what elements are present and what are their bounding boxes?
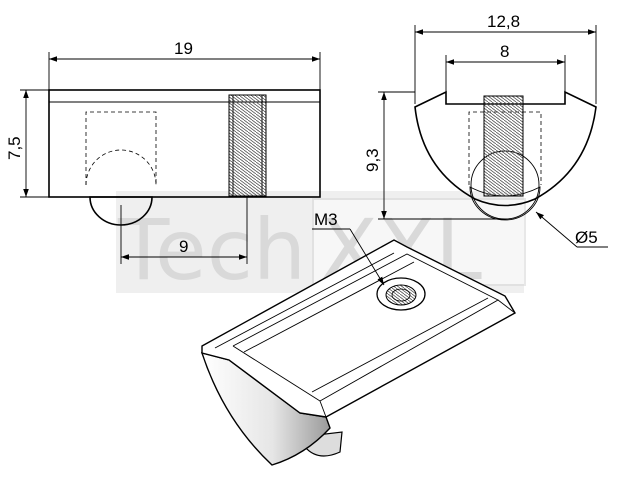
dim-front-inner-width: 8 [500, 42, 509, 61]
iso-top-face [201, 239, 516, 418]
side-view-thread [228, 94, 267, 197]
iso-curved-face [200, 352, 331, 466]
side-view: 19 7,5 9 [5, 39, 321, 264]
dim-side-length: 19 [174, 39, 193, 58]
dim-side-ball-offset: 9 [179, 237, 188, 256]
thread-label: M3 [314, 210, 338, 229]
leader-thread [349, 228, 385, 286]
side-view-body [48, 89, 321, 198]
leader-ball-diameter [535, 211, 578, 248]
dim-side-height: 7,5 [5, 136, 24, 160]
front-view: 12,8 8 9,3 Ø5 [363, 12, 608, 248]
dim-ball-diameter: Ø5 [575, 228, 598, 247]
side-view-ball [89, 196, 153, 226]
side-view-hidden-pocket [85, 111, 157, 185]
dim-front-height: 9,3 [363, 148, 382, 172]
iso-view: M3 [200, 210, 516, 466]
front-view-body [414, 90, 597, 207]
side-view-hidden-ball [85, 149, 157, 186]
front-view-thread [483, 95, 524, 197]
watermark-text-left: Tech [117, 201, 306, 299]
dim-front-width: 12,8 [487, 12, 520, 31]
